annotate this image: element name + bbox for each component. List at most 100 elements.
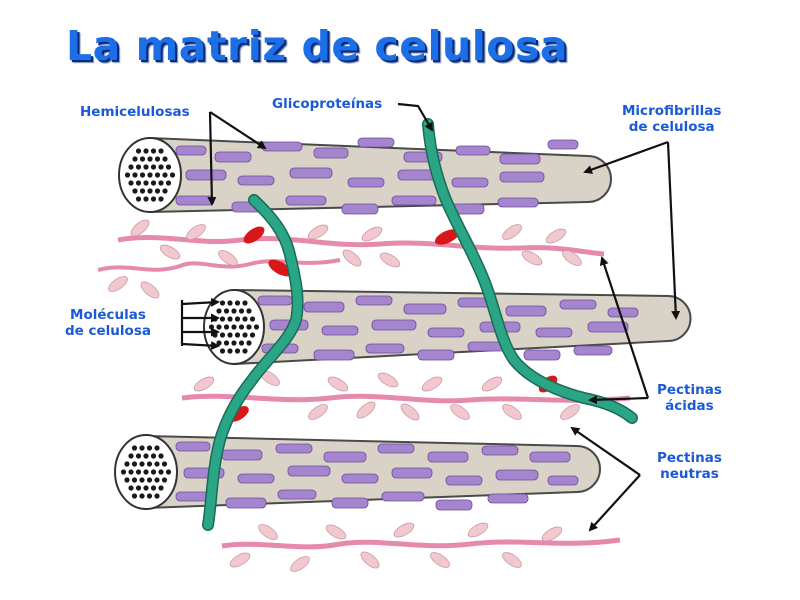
cellulose-molecule-dot (132, 156, 138, 162)
cellulose-molecule-dot (139, 172, 146, 178)
cellulose-molecule-dot (219, 316, 226, 322)
cellulose-molecule-dot (143, 196, 149, 202)
neutral-pectin (186, 224, 206, 240)
hemicellulose-piece (365, 343, 405, 354)
hemicellulose-piece (175, 145, 207, 156)
cellulose-molecule-dot (128, 469, 134, 475)
cellulose-molecule-dot (158, 148, 164, 154)
cellulose-molecule-dot (139, 188, 146, 194)
label-pectinas-acidas: Pectinas ácidas (657, 382, 722, 414)
neutral-pectin (325, 524, 347, 540)
arrow-moleculas-1 (181, 297, 220, 307)
hemicellulose-piece (355, 295, 393, 306)
cellulose-molecule-dot (150, 180, 157, 186)
hemicellulose-piece (495, 469, 539, 481)
neutral-pectin (450, 404, 470, 420)
cellulose-molecule-dot (162, 172, 168, 178)
cellulose-molecule-dot (246, 340, 252, 346)
neutral-pectin (258, 524, 278, 540)
hemicellulose-piece (499, 153, 541, 165)
neutral-pectin (400, 403, 420, 421)
cellulose-molecule-dot (146, 445, 153, 451)
cellulose-molecule-dot (150, 148, 157, 154)
arrow-glicoproteinas (397, 102, 434, 132)
hemicellulose-piece (371, 319, 417, 331)
cellulose-molecule-dot (231, 340, 237, 346)
hemicellulose-piece (435, 499, 473, 511)
cellulose-molecule-dot (135, 180, 142, 186)
cellulose-molecule-dot (238, 324, 245, 330)
hemicellulose-piece (214, 151, 252, 163)
cellulose-molecule-dot (124, 461, 130, 467)
hemicellulose-piece (587, 321, 629, 333)
arrow-hemicelulosas-2 (207, 111, 217, 206)
hemicellulose-piece (225, 497, 267, 509)
hemicellulose-piece (331, 497, 369, 509)
cellulose-molecule-dot (253, 324, 260, 330)
hemicellulose-piece (417, 349, 455, 361)
neutral-pectin (377, 372, 399, 388)
hemicellulose-piece (261, 141, 303, 152)
cellulose-molecule-dot (158, 469, 164, 475)
neutral-pectin (218, 250, 238, 266)
neutral-pectin (307, 224, 329, 240)
hemicellulose-piece (451, 177, 489, 188)
neutral-pectin (193, 376, 215, 392)
cellulose-molecule-dot (162, 156, 168, 162)
neutral-pectin (521, 250, 543, 266)
label-hemicelulosas: Hemicelulosas (80, 104, 190, 120)
hemicellulose-piece (391, 195, 437, 206)
hemicellulose-piece (289, 167, 333, 179)
cellulose-molecule-dot (150, 469, 157, 475)
neutral-pectin (360, 551, 380, 569)
cellulose-molecule-dot (227, 300, 233, 306)
cellulose-molecule-dot (139, 477, 145, 483)
hemicellulose-piece (607, 307, 639, 318)
cellulose-molecule-dot (135, 453, 142, 459)
cellulose-molecule-dot (143, 164, 149, 170)
cellulose-molecule-dot (150, 485, 157, 491)
cellulose-molecule-dot (132, 172, 138, 178)
cellulose-molecule-dot (150, 453, 157, 459)
neutral-pectin (361, 226, 383, 242)
cellulose-molecule-dot (216, 308, 222, 314)
cellulose-molecule-dot (169, 172, 176, 178)
neutral-pectin (502, 552, 522, 568)
acidic-pectin (243, 226, 265, 244)
cellulose-molecule-dot (165, 469, 172, 475)
hemicellulose-piece (287, 465, 331, 477)
neutral-pectin (481, 376, 503, 392)
neutral-pectin (159, 244, 181, 260)
cellulose-molecule-dot (158, 180, 164, 186)
cellulose-molecule-dot (161, 461, 168, 467)
hemicellulose-piece (377, 443, 415, 454)
cellulose-molecule-dot (124, 477, 130, 483)
hemicellulose-piece (175, 441, 211, 452)
hemicellulose-piece (573, 345, 613, 356)
hemicellulose-piece (237, 473, 275, 484)
hemicellulose-piece (323, 451, 367, 463)
cellulose-molecule-dot (216, 340, 222, 346)
cellulose-molecule-dot (143, 485, 149, 491)
neutral-pectin (545, 228, 567, 244)
hemicellulose-piece (341, 203, 379, 215)
cellulose-molecule-dot (216, 324, 222, 330)
cellulose-molecule-dot (131, 477, 138, 483)
page-title: La matriz de celulosa (66, 22, 569, 70)
neutral-pectin (327, 376, 349, 392)
cellulose-molecule-dot (246, 324, 252, 330)
cellulose-molecule-dot (223, 340, 230, 346)
cellulose-molecule-dot (234, 300, 241, 306)
cellulose-molecule-dot (143, 453, 149, 459)
hemicellulose-piece (357, 137, 395, 148)
cellulose-molecule-dot (128, 164, 134, 170)
neutral-pectin (108, 276, 128, 292)
acidic-pectin (434, 229, 460, 245)
neutral-pectin (430, 552, 450, 568)
hemicellulose-piece (275, 443, 313, 454)
label-glicoproteinas: Glicoproteínas (272, 96, 383, 112)
hemicellulose-piece (403, 303, 447, 315)
neutral-pectin (229, 552, 251, 568)
arrow-microfibrillas-2 (666, 141, 681, 320)
hemicellulose-piece (427, 327, 465, 338)
